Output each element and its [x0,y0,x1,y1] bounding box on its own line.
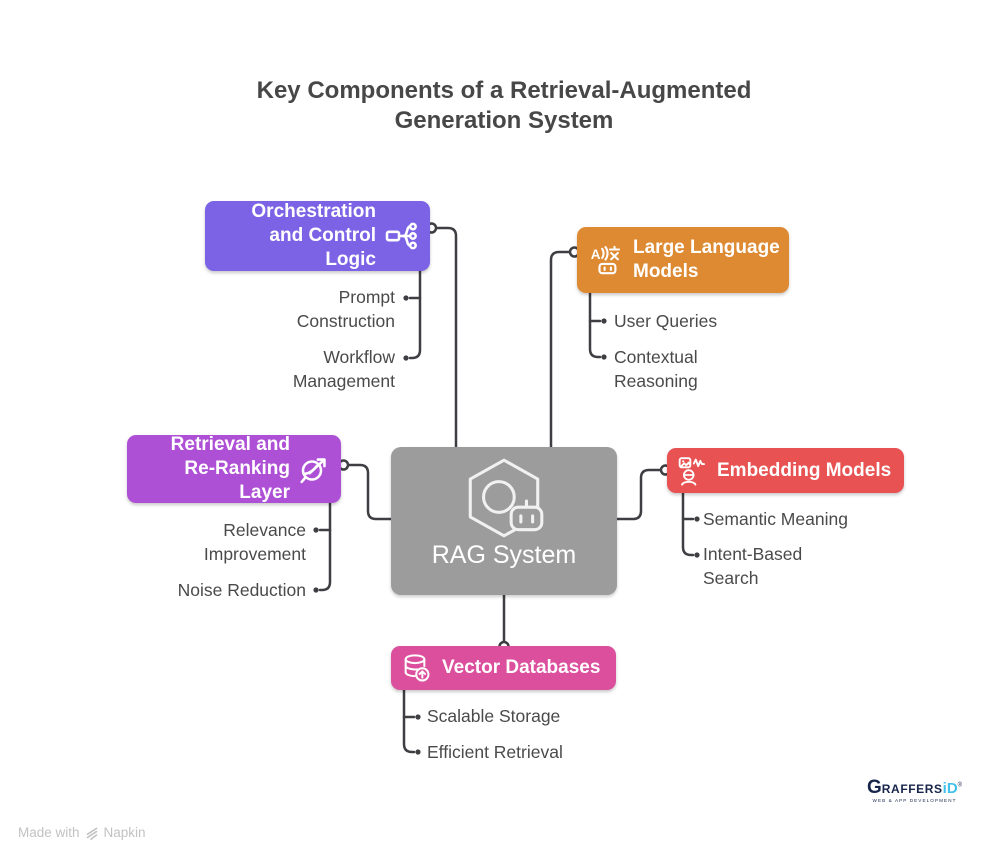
made-with-text: Made with [18,825,80,840]
logo-letter-g: G [867,777,882,798]
node-llm: A Large Language Models [577,227,789,293]
item-relevance-improvement: Relevance Improvement [203,520,306,564]
language-model-icon: A [589,242,625,278]
node-llm-label: Large Language Models [633,237,780,282]
item-contextual-reasoning: Contextual Reasoning [614,347,698,391]
item-semantic-meaning: Semantic Meaning [703,509,848,529]
napkin-logo-icon [85,826,99,840]
workflow-icon [384,218,420,254]
embedding-icon [677,455,709,487]
item-intent-based-search: Intent-Based Search [703,544,803,588]
logo-text: RAFFERS [881,782,943,796]
node-orchestration: Orchestration and Control Logic [205,201,430,271]
logo-tagline: WEB & APP DEVELOPMENT [872,798,957,803]
node-rag-system: RAG System [391,447,617,595]
node-embedding-label: Embedding Models [717,459,892,481]
node-retrieval: Retrieval and Re-Ranking Layer [127,434,341,503]
node-orchestration-label: Orchestration and Control Logic [251,201,376,270]
item-scalable-storage: Scalable Storage [427,706,561,726]
hexagon-robot-icon [458,457,550,539]
item-workflow-management: Workflow Management [292,347,395,391]
database-upload-icon [401,652,433,684]
search-rerank-icon [297,451,333,487]
item-user-queries: User Queries [614,311,718,331]
graffersid-logo: GRAFFERSiD® WEB & APP DEVELOPMENT [867,778,962,804]
node-rag-label: RAG System [431,541,577,569]
item-prompt-construction: Prompt Construction [296,287,395,331]
svg-text:A: A [591,247,601,262]
node-vectordb-label: Vector Databases [442,657,601,678]
item-efficient-retrieval: Efficient Retrieval [427,742,563,762]
logo-accent: iD [942,780,958,797]
page-title: Key Components of a Retrieval-Augmented … [256,77,752,134]
made-with-napkin: Made with Napkin [18,825,146,840]
napkin-brand-text: Napkin [103,825,146,840]
node-embedding: Embedding Models [667,448,904,493]
logo-registered: ® [957,782,963,789]
node-vectordb: Vector Databases [391,646,616,690]
node-retrieval-label: Retrieval and Re-Ranking Layer [170,434,290,503]
item-noise-reduction: Noise Reduction [177,580,306,600]
